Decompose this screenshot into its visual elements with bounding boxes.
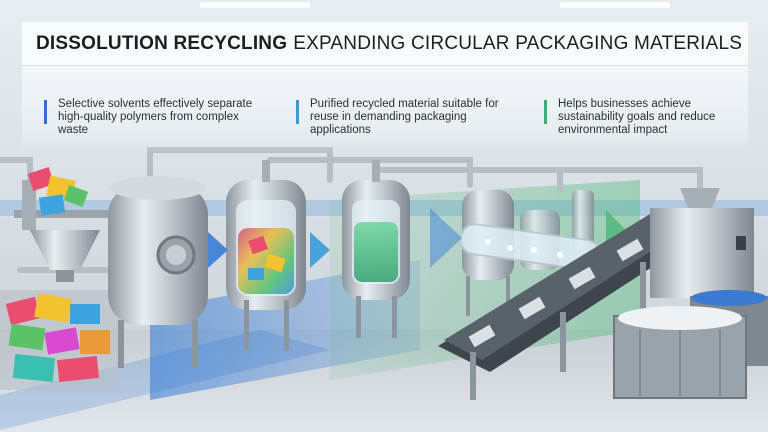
- title-highlight: DISSOLUTION RECYCLING: [36, 32, 288, 54]
- pellet-bins: [613, 290, 768, 399]
- title-banner: DISSOLUTION RECYCLING EXPANDING CIRCULAR…: [22, 22, 748, 66]
- benefit-marker-1: [44, 100, 47, 124]
- pelletizer-machine: [650, 188, 754, 298]
- benefit-point-2: Purified recycled material suitable for …: [296, 98, 506, 137]
- title-subtitle: EXPANDING CIRCULAR PACKAGING MATERIALS: [293, 32, 743, 54]
- benefit-point-1: Selective solvents effectively separate …: [44, 98, 254, 137]
- benefit-text-2: Purified recycled material suitable for …: [310, 98, 499, 136]
- info-panel: [22, 66, 748, 154]
- dissolution-tank-1: [108, 176, 208, 368]
- benefit-text-1: Selective solvents effectively separate …: [58, 98, 253, 136]
- conveyor-belt: [438, 214, 700, 400]
- benefit-marker-3: [544, 100, 547, 124]
- purification-tank-3: [342, 160, 410, 338]
- benefit-marker-2: [296, 100, 299, 124]
- plastic-waste-pile: [0, 167, 120, 390]
- benefit-point-3: Helps businesses achieve sustainability …: [544, 98, 754, 137]
- solvent-tank-2: [226, 160, 306, 350]
- ceiling-lights: [200, 2, 670, 8]
- waste-hopper: [14, 180, 114, 282]
- benefit-text-3: Helps businesses achieve sustainability …: [558, 98, 716, 136]
